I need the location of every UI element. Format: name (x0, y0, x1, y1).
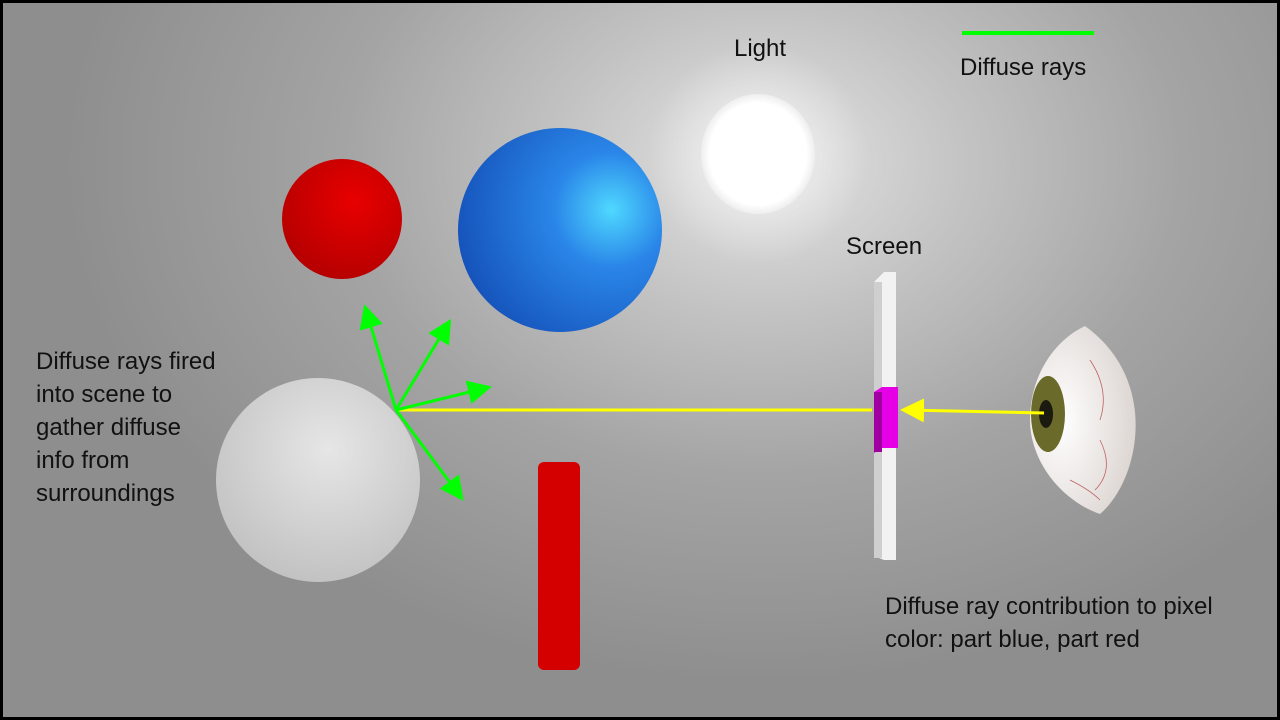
diffuse-ray (394, 318, 452, 411)
white-sphere (216, 378, 420, 582)
right-annotation: Diffuse ray contribution to pixel color:… (885, 590, 1213, 656)
diffuse-ray (359, 304, 398, 411)
light-label: Light (734, 35, 787, 62)
red-block (538, 462, 580, 670)
left-annotation: Diffuse rays fired into scene to gather … (36, 345, 216, 510)
scene-graphics (216, 31, 1136, 670)
annotation-line: gather diffuse (36, 414, 181, 441)
annotation-line: surroundings (36, 480, 175, 507)
light-source (701, 94, 815, 214)
screen-label: Screen (846, 233, 923, 260)
annotation-line: Diffuse rays fired (36, 348, 216, 375)
annotation-line: into scene to (36, 381, 173, 408)
screen-panel (874, 272, 898, 560)
diffuse-rays (359, 304, 492, 501)
red-sphere (282, 159, 402, 279)
diffuse-ray (394, 409, 464, 501)
blue-sphere (458, 128, 662, 332)
diagram-scene: Light Screen Diffuse rays Diffuse rays f… (3, 3, 1277, 717)
legend-label: Diffuse rays (960, 54, 1087, 81)
annotation-line: color: part blue, part red (885, 626, 1140, 653)
diffuse-ray (395, 380, 492, 412)
annotation-line: info from (36, 447, 130, 474)
eye (1030, 326, 1136, 514)
annotation-line: Diffuse ray contribution to pixel (885, 593, 1213, 620)
eye-ray-arrow (900, 398, 1045, 423)
